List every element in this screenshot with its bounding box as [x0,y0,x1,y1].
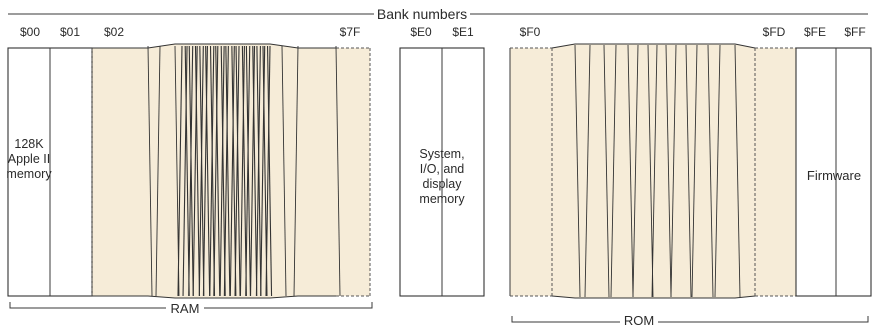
ram-top-edge [92,43,336,49]
ram-fold-line [155,45,161,297]
ram-fold-line [235,45,241,297]
ram-bracket-label: RAM [171,301,200,316]
rom-fold-line [670,44,677,298]
ram-fold-lines [147,45,341,297]
ram-fold-line [182,45,188,297]
rom-bracket-label: ROM [624,313,654,325]
bank-label-fd: $FD [763,25,786,39]
ram-fold-line [202,45,208,297]
rom-fold-line [691,44,698,298]
bank-label-e0: $E0 [410,25,432,39]
bank-label-01: $01 [60,25,80,39]
bank-label-fe: $FE [804,25,826,39]
rom-region-label: Firmware [807,168,861,183]
rom-fold-line [665,44,672,298]
ram-fold-line [219,45,225,297]
ram-bottom-edge [92,295,336,299]
ram-fold-line [215,45,221,297]
header-title: Bank numbers [377,6,467,22]
ram-region-label-line3: memory [6,167,52,181]
ram-region-label-line1: 128K [14,137,44,151]
rom-bracket-left [511,316,620,323]
ram-fold-line [223,45,229,297]
ram-fold-line [198,45,204,297]
bank-label-f0: $F0 [520,25,541,39]
rom-fold-line [603,44,610,298]
ram-fold-line [225,45,231,297]
rom-fold-line [685,44,692,298]
rom-fold-line [584,44,591,298]
ram-fold-line [241,45,247,297]
rom-fold-line [651,44,658,298]
ram-fold-line [281,45,287,297]
ram-fold-line [177,45,183,297]
rom-fold-line [574,44,581,298]
rom-banks-fe-ff [795,47,872,297]
rom-fold-line [610,44,617,298]
ram-fold-line [209,45,216,297]
rom-bracket-right [658,316,869,323]
rom-bottom-edge [551,295,756,299]
system-label-line1: System, [419,147,464,161]
rom-fold-line [714,44,721,298]
ram-fold-line [213,45,219,297]
bank-label-02: $02 [104,25,124,39]
system-label-line2: I/O, and [420,162,465,176]
bank-label-00: $00 [20,25,40,39]
ram-expanded-shade [92,44,370,298]
ram-fold-line [265,45,271,297]
rom-fold-line [632,44,639,298]
system-label-line4: memory [419,192,465,206]
ram-bracket-right [204,302,373,309]
ram-fold-line [335,45,341,297]
rom-expanded-shade [510,44,796,298]
rom-fold-line [707,44,714,298]
system-label-line3: display [423,177,463,191]
rom-fold-line [734,44,741,298]
ram-fold-line [192,45,198,297]
bank-label-e1: $E1 [452,25,474,39]
ram-fold-line [293,45,299,297]
ram-fold-line [188,45,194,297]
rom-fold-line [627,44,634,298]
rom-top-edge [551,43,756,49]
ram-fold-line [147,45,153,297]
bank-label-7f: $7F [340,25,361,39]
ram-fold-line [260,45,266,297]
rom-fold-line [647,44,654,298]
ram-fold-line [209,45,215,297]
ram-fold-line [234,45,240,297]
ram-fold-line [255,45,261,297]
ram-region-label-line2: Apple II [8,152,50,166]
rom-fold-lines [574,44,741,298]
ram-fold-line [239,45,245,297]
ram-fold-line [266,45,273,297]
ram-fold-line [229,45,235,297]
bank-label-ff: $FF [844,25,865,39]
ram-fold-line [245,45,251,297]
ram-bracket-left [9,302,166,309]
ram-fold-line [249,45,256,297]
ram-fold-line [245,45,251,297]
